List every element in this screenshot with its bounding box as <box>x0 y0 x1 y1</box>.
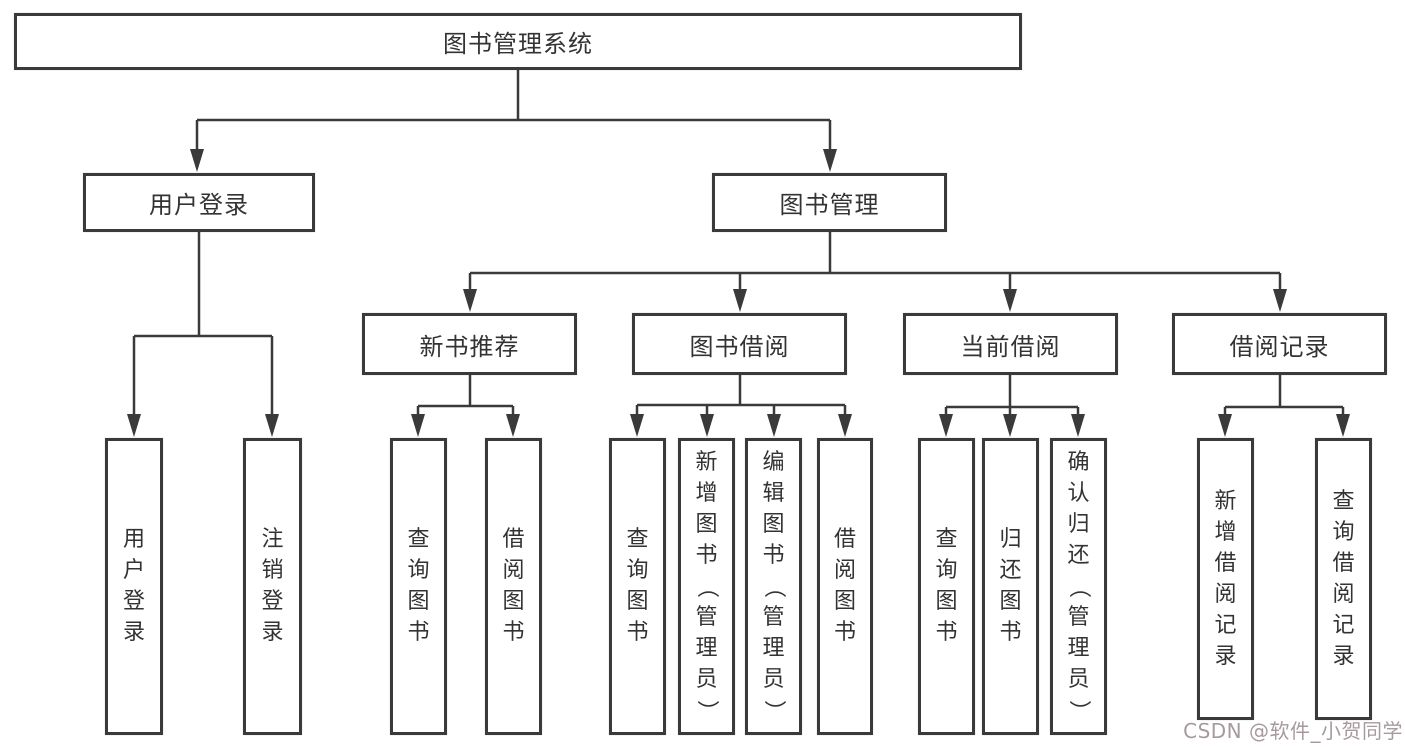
leaf-borrow-books-recommend: 借阅图书 <box>485 438 542 735</box>
leaf-add-borrow-record: 新增借阅记录 <box>1197 438 1254 720</box>
node-new-book-recommendation: 新书推荐 <box>362 313 577 375</box>
leaf-return-books: 归还图书 <box>982 438 1039 735</box>
leaf-confirm-return-admin: 确认归还（管理员） <box>1050 438 1107 735</box>
leaf-logout: 注销登录 <box>243 438 302 735</box>
leaf-borrow-books: 借阅图书 <box>817 438 873 735</box>
leaf-query-books-borrowing: 查询图书 <box>609 438 666 735</box>
node-root: 图书管理系统 <box>14 13 1022 70</box>
node-book-management: 图书管理 <box>712 173 947 232</box>
node-current-borrowing: 当前借阅 <box>903 313 1118 375</box>
leaf-query-borrow-record: 查询借阅记录 <box>1315 438 1372 720</box>
leaf-query-books-current: 查询图书 <box>918 438 975 735</box>
node-borrow-records: 借阅记录 <box>1172 313 1387 375</box>
node-book-borrowing: 图书借阅 <box>632 313 847 375</box>
node-user-login: 用户登录 <box>83 173 315 232</box>
leaf-user-login: 用户登录 <box>105 438 163 735</box>
csdn-watermark: CSDN @软件_小贺同学 <box>1183 719 1403 743</box>
leaf-add-book-admin: 新增图书（管理员） <box>678 438 735 735</box>
leaf-edit-book-admin: 编辑图书（管理员） <box>745 438 802 735</box>
leaf-query-books-recommend: 查询图书 <box>390 438 447 735</box>
